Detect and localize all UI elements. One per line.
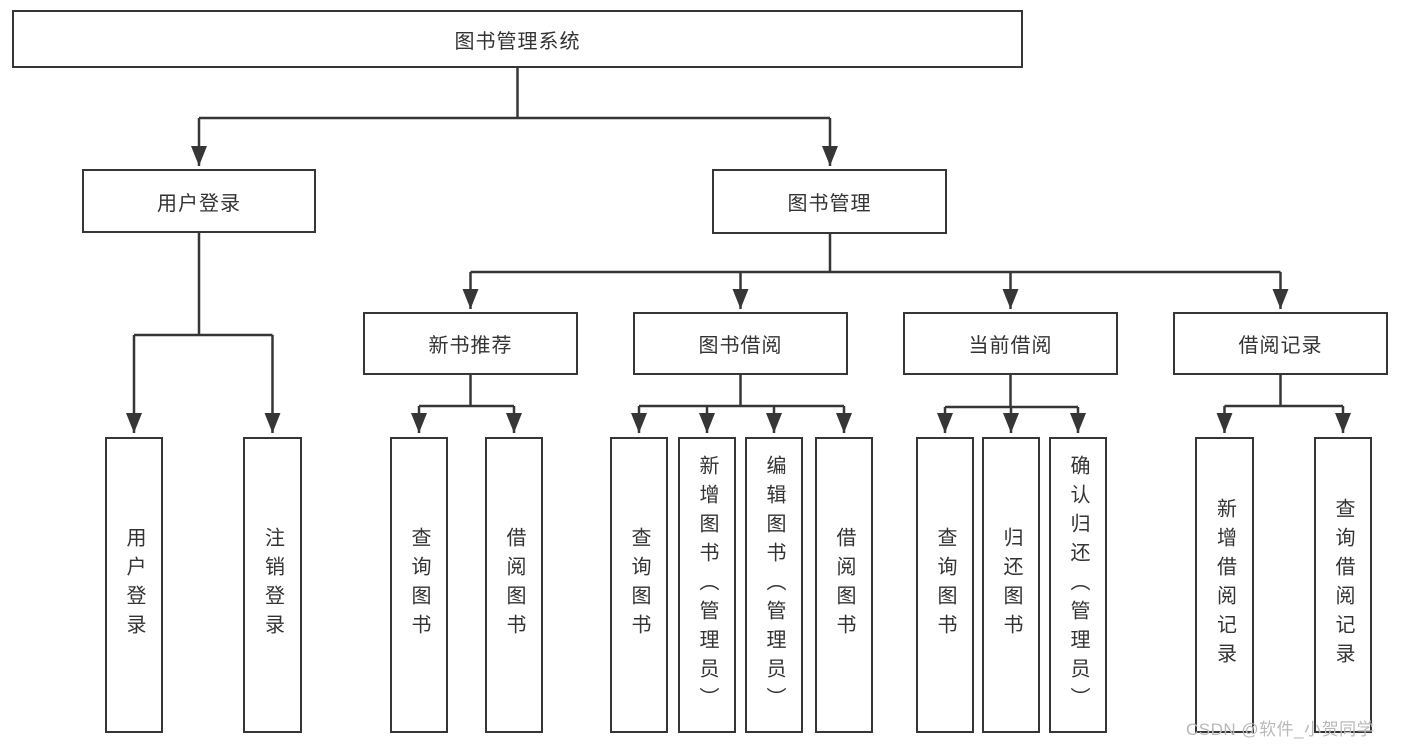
leaf-label: 注销登录 [261, 527, 284, 643]
leaf-add-books-admin: 新增图书（管理员） [678, 437, 736, 733]
node-label: 借阅记录 [1238, 335, 1323, 357]
leaf-return-books: 归还图书 [982, 437, 1040, 733]
leaf-query-books-1: 查询图书 [390, 437, 448, 733]
leaf-label: 编辑图书（管理员） [763, 454, 785, 716]
leaf-edit-books-admin: 编辑图书（管理员） [745, 437, 803, 733]
leaf-user-login: 用户登录 [105, 437, 163, 733]
leaf-label: 查询图书 [934, 527, 956, 643]
leaf-query-borrow-record: 查询借阅记录 [1314, 437, 1372, 733]
csdn-watermark: CSDN @软件_小贺同学 [1186, 720, 1375, 739]
leaf-label: 查询图书 [408, 527, 430, 643]
leaf-label: 确认归还（管理员） [1067, 454, 1089, 716]
node-borrowing-records: 借阅记录 [1173, 312, 1388, 375]
node-label: 当前借阅 [968, 335, 1053, 357]
leaf-label: 归还图书 [1000, 527, 1022, 643]
leaf-query-books-3: 查询图书 [916, 437, 974, 733]
node-new-book-recommend: 新书推荐 [363, 312, 578, 375]
node-user-login: 用户登录 [82, 169, 316, 233]
node-library-management-system: 图书管理系统 [12, 10, 1023, 68]
leaf-label: 查询借阅记录 [1332, 498, 1354, 672]
node-label: 图书管理 [787, 193, 872, 215]
leaf-query-books-2: 查询图书 [610, 437, 668, 733]
node-label: 用户登录 [157, 192, 241, 215]
leaf-label: 查询图书 [628, 527, 650, 643]
node-label: 图书管理系统 [454, 30, 581, 53]
connector-skeleton [134, 68, 1343, 409]
leaf-borrow-books-1: 借阅图书 [485, 437, 543, 733]
node-book-management: 图书管理 [712, 169, 947, 234]
leaf-label: 借阅图书 [833, 527, 855, 643]
leaf-label: 新增图书（管理员） [696, 454, 718, 716]
node-current-borrowing: 当前借阅 [903, 312, 1118, 375]
leaf-logout: 注销登录 [243, 437, 302, 733]
leaf-confirm-return-admin: 确认归还（管理员） [1049, 437, 1107, 733]
leaf-label: 新增借阅记录 [1213, 498, 1236, 672]
leaf-borrow-books-2: 借阅图书 [815, 437, 873, 733]
leaf-label: 借阅图书 [503, 527, 525, 643]
node-book-borrowing: 图书借阅 [633, 312, 848, 375]
leaf-label: 用户登录 [123, 527, 145, 643]
node-label: 新书推荐 [428, 335, 513, 357]
node-label: 图书借阅 [698, 335, 783, 357]
leaf-add-borrow-record: 新增借阅记录 [1195, 437, 1254, 733]
